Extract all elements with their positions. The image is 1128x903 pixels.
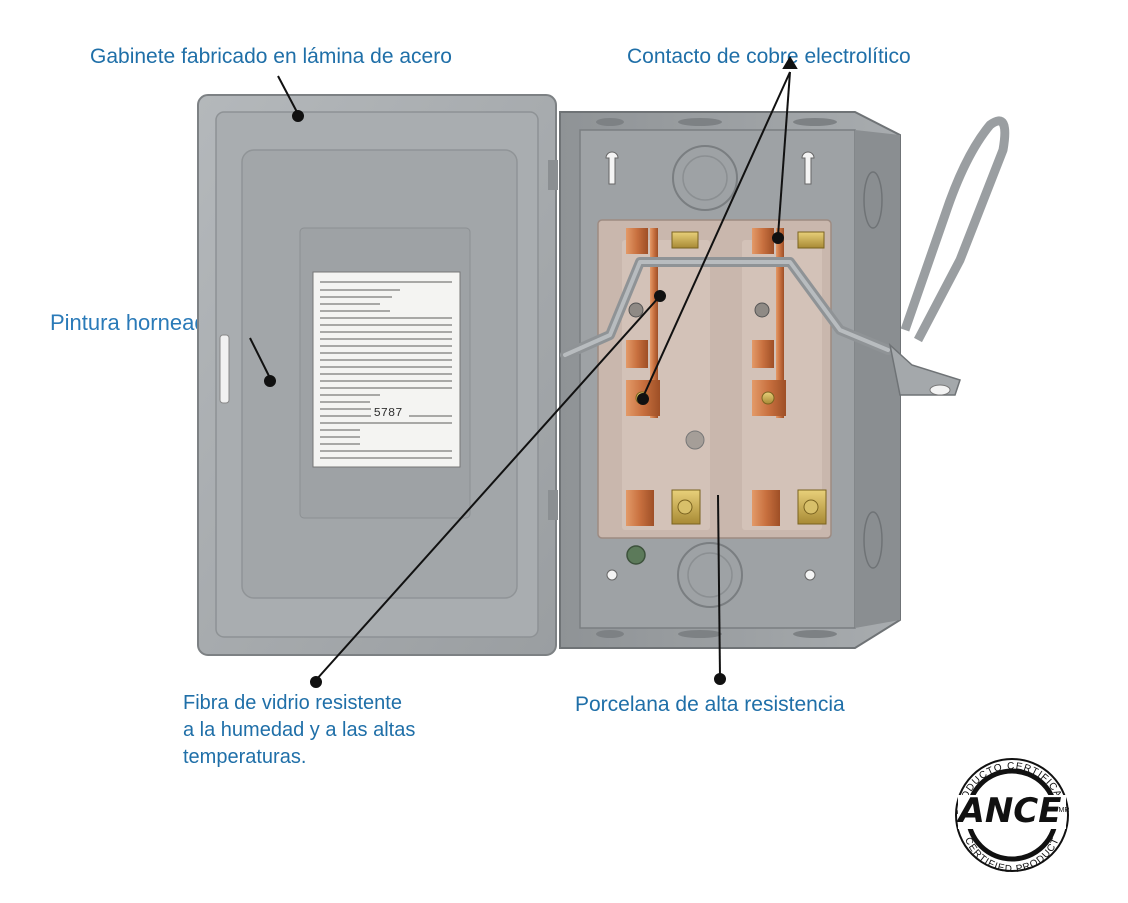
dot-fibra-end xyxy=(654,290,666,302)
seal-mark: MR xyxy=(1059,807,1070,814)
label-fibra-line2: a la humedad y a las altas xyxy=(183,719,416,741)
dot-fibra xyxy=(310,676,322,688)
copper-contacts-left xyxy=(626,228,701,526)
door-spec-label: 5787 xyxy=(312,271,461,468)
dot-contacto-2 xyxy=(772,232,784,244)
leader-contacto-1 xyxy=(642,71,791,398)
operating-handle xyxy=(560,116,1010,396)
leader-lines xyxy=(249,56,798,688)
dot-pintura xyxy=(264,375,276,387)
leader-pintura xyxy=(249,337,271,379)
label-gabinete: Gabinete fabricado en lámina de acero xyxy=(90,45,452,68)
door-label-number: 5787 xyxy=(374,406,403,420)
label-contacto: Contacto de cobre electrolítico xyxy=(627,45,911,68)
ance-certification-seal: PRODUCTO CERTIFICADO CERTIFIED PRODUCT A… xyxy=(955,758,1070,875)
copper-contacts-right xyxy=(752,228,827,526)
dot-porcelana xyxy=(714,673,726,685)
dot-contacto-1 xyxy=(637,393,649,405)
label-fibra-line1: Fibra de vidrio resistente xyxy=(183,692,402,714)
label-porcelana: Porcelana de alta resistencia xyxy=(575,693,845,716)
arrow-contacto xyxy=(782,56,798,69)
label-fibra: Fibra de vidrio resistente a la humedad … xyxy=(183,690,483,771)
leader-gabinete xyxy=(277,75,299,115)
dot-gabinete xyxy=(292,110,304,122)
seal-brand: ANCE xyxy=(956,791,1062,831)
leader-porcelana xyxy=(717,494,721,678)
leader-fibra xyxy=(315,295,661,681)
label-fibra-line3: temperaturas. xyxy=(183,746,307,768)
leader-contacto-2 xyxy=(777,71,791,237)
